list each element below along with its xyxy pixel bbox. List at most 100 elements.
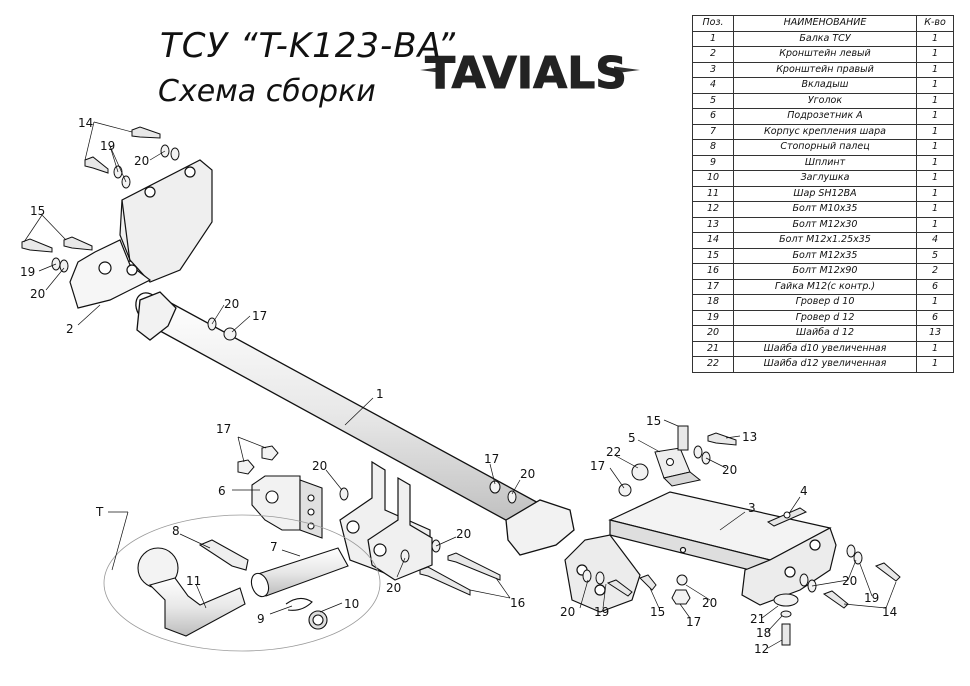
angle-bracket [654, 447, 702, 487]
qty-cell: 1 [916, 92, 954, 109]
beam-brackets [339, 460, 433, 581]
qty-cell: 2 [916, 263, 954, 280]
qty-cell: 5 [916, 247, 954, 264]
socket-plate [251, 475, 323, 539]
name-cell: Болт М10х35 [733, 201, 917, 218]
qty-cell: 1 [916, 216, 954, 233]
qty-cell: 1 [916, 185, 954, 202]
name-cell: Кронштейн правый [733, 61, 917, 78]
pos-cell: 13 [692, 216, 734, 233]
qty-cell: 1 [916, 108, 954, 125]
callout-20-center-bottom: 20 [702, 596, 717, 610]
callout-16: 16 [510, 596, 525, 610]
page-subtitle: Схема сборки [158, 74, 376, 109]
callout-19-left-top: 19 [100, 139, 115, 153]
name-cell: Заглушка [733, 170, 917, 187]
callout-T: T [95, 505, 104, 519]
qty-cell: 1 [916, 139, 954, 156]
callout-2: 2 [66, 322, 74, 336]
qty-cell: 1 [916, 356, 954, 373]
pos-cell: 3 [692, 61, 734, 78]
callout-22: 22 [606, 445, 621, 459]
pos-cell: 4 [692, 77, 734, 94]
callout-15-bottom: 15 [650, 605, 665, 619]
qty-cell: 4 [916, 232, 954, 249]
callout-21: 21 [750, 612, 765, 626]
pos-cell: 8 [692, 139, 734, 156]
qty-cell: 6 [916, 309, 954, 326]
qty-cell: 1 [916, 201, 954, 218]
callout-8: 8 [172, 524, 180, 538]
name-cell: Кронштейн левый [733, 46, 917, 63]
pos-cell: 19 [692, 309, 734, 326]
pos-cell: 18 [692, 294, 734, 311]
name-cell: Шайба d 12 [733, 325, 917, 342]
qty-cell: 1 [916, 123, 954, 140]
leader-lines [23, 121, 897, 649]
pos-cell: 14 [692, 232, 734, 249]
callout-12: 12 [754, 642, 769, 656]
pos-cell: 22 [692, 356, 734, 373]
name-cell: Гровер d 12 [733, 309, 917, 326]
callout-11: 11 [186, 574, 201, 588]
callout-10: 10 [344, 597, 359, 611]
pos-cell: 7 [692, 123, 734, 140]
callout-20-left: 20 [30, 287, 45, 301]
pos-cell: 15 [692, 247, 734, 264]
pos-cell: 1 [692, 30, 734, 47]
logo: TAVIALS [420, 42, 640, 100]
parts-table-header: Поз. НАИМЕНОВАНИЕ К-во [692, 15, 954, 32]
svg-text:TAVIALS: TAVIALS [425, 48, 627, 99]
pos-cell: 12 [692, 201, 734, 218]
qty-cell: 1 [916, 30, 954, 47]
callout-7: 7 [270, 540, 278, 554]
pos-cell: 5 [692, 92, 734, 109]
col-name-header: НАИМЕНОВАНИЕ [733, 15, 917, 32]
tow-ball [137, 539, 349, 637]
insert [766, 507, 808, 527]
col-pos-header: Поз. [692, 15, 734, 32]
callout-19-left: 19 [20, 265, 35, 279]
callout-17-bottom: 17 [686, 615, 701, 629]
callout-14-left: 14 [78, 116, 93, 130]
qty-cell: 1 [916, 294, 954, 311]
callout-20-mid: 20 [312, 459, 327, 473]
callout-20-right: 20 [842, 574, 857, 588]
name-cell: Болт М12х35 [733, 247, 917, 264]
callout-15-top: 15 [646, 414, 661, 428]
pos-cell: 6 [692, 108, 734, 125]
pos-cell: 10 [692, 170, 734, 187]
callout-18: 18 [756, 626, 771, 640]
name-cell: Уголок [733, 92, 917, 109]
callout-20-right-bottom: 20 [560, 605, 575, 619]
name-cell: Шайба d12 увеличенная [733, 356, 917, 373]
qty-cell: 1 [916, 77, 954, 94]
callout-20-angle: 20 [722, 463, 737, 477]
qty-cell: 1 [916, 154, 954, 171]
name-cell: Корпус крепления шара [733, 123, 917, 140]
pos-cell: 11 [692, 185, 734, 202]
name-cell: Вкладыш [733, 77, 917, 94]
callout-3: 3 [748, 501, 756, 515]
pos-cell: 9 [692, 154, 734, 171]
callout-19-right: 19 [864, 591, 879, 605]
callout-1: 1 [376, 387, 384, 401]
name-cell: Шайба d10 увеличенная [733, 340, 917, 357]
qty-cell: 1 [916, 340, 954, 357]
